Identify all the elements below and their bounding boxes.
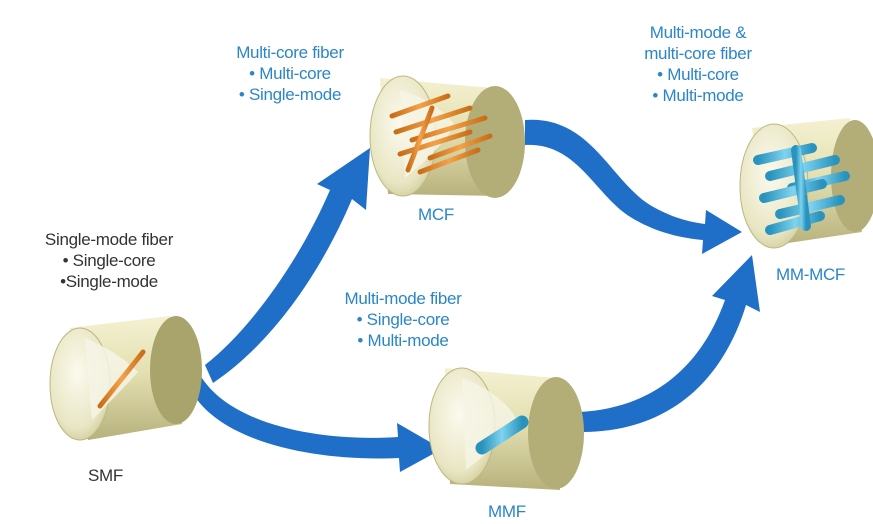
- mmf-desc-line: • Single-core: [356, 310, 450, 329]
- mcf-description: Multi-core fiber • Multi-core • Single-m…: [190, 42, 390, 105]
- mmmcf-description: Multi-mode & multi-core fiber • Multi-co…: [598, 22, 798, 106]
- mmmcf-name: MM-MCF: [776, 265, 846, 284]
- mmmcf-desc-line: • Multi-core: [657, 65, 739, 84]
- smf-description: Single-mode fiber • Single-core •Single-…: [4, 229, 214, 292]
- smf-core: [97, 349, 146, 409]
- mcf-core: [397, 129, 473, 157]
- mcf-desc-line: Multi-core fiber: [236, 43, 344, 62]
- mcf-core: [393, 105, 473, 135]
- arrow-mmf-to-mmmcf: [580, 255, 760, 432]
- mcf-name: MCF: [418, 205, 454, 224]
- mmf-core: [475, 415, 529, 455]
- mmmcf-fiber: [739, 118, 873, 249]
- smf-desc-line: •Single-mode: [60, 272, 158, 291]
- smf-fiber: [49, 316, 202, 441]
- mmf-fiber: [428, 367, 584, 490]
- mmmcf-core: [791, 145, 811, 231]
- mcf-core: [409, 115, 488, 143]
- mmmcf-core: [765, 211, 825, 235]
- mmf-name: MMF: [488, 502, 526, 521]
- mcf-core: [417, 147, 481, 175]
- arrow-mcf-to-mmmcf: [525, 119, 742, 255]
- arrows: [190, 119, 760, 472]
- mmmcf-core: [753, 143, 817, 165]
- smf-desc-line: Single-mode fiber: [44, 230, 174, 249]
- mmmcf-core: [759, 179, 827, 203]
- mmf-desc-line: • Multi-mode: [357, 331, 449, 350]
- arrow-smf-to-mmf: [190, 375, 442, 472]
- mcf-desc-line: • Single-mode: [238, 85, 342, 104]
- smf-name: SMF: [88, 466, 123, 485]
- mmf-description: Multi-mode fiber • Single-core • Multi-m…: [298, 288, 508, 351]
- mcf-core: [405, 105, 435, 173]
- mmmcf-desc-line: Multi-mode &: [649, 23, 747, 42]
- mcf-core: [427, 133, 493, 161]
- mmmcf-desc-line: multi-core fiber: [644, 44, 752, 63]
- mmmcf-core: [775, 195, 845, 219]
- mcf-core: [389, 93, 451, 119]
- smf-desc-line: • Single-core: [62, 251, 156, 270]
- arrow-smf-to-mcf: [205, 148, 370, 383]
- mmf-desc-line: Multi-mode fiber: [344, 289, 462, 308]
- mcf-fiber: [369, 75, 525, 198]
- mcf-desc-line: • Multi-core: [249, 64, 331, 83]
- mmmcf-desc-line: • Multi-mode: [652, 86, 744, 105]
